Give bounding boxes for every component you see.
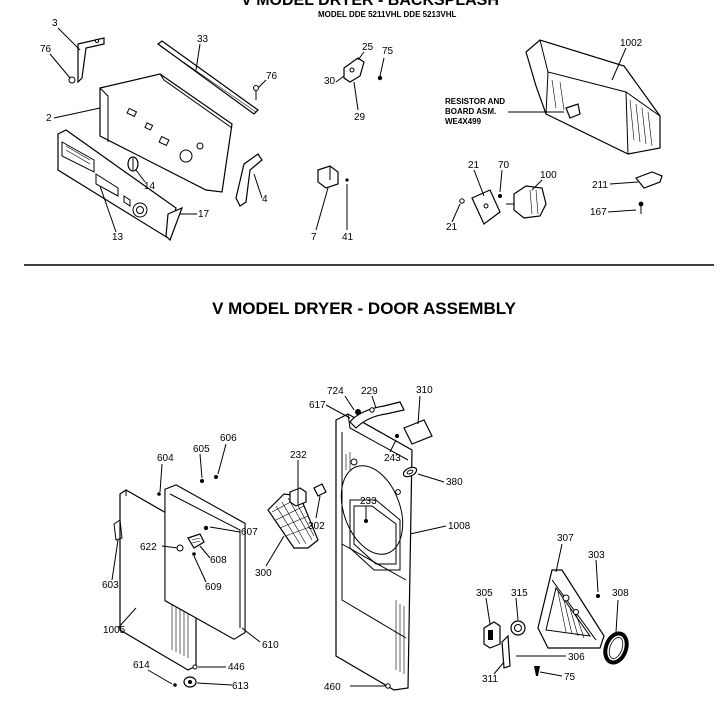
label-17: 17	[198, 209, 210, 220]
bracket-part-3	[68, 37, 105, 84]
label-606: 606	[220, 433, 237, 444]
front-panel-part-1008	[335, 413, 413, 691]
label-1008: 1008	[448, 521, 471, 532]
board-part-21	[471, 189, 501, 225]
duct-part-229	[349, 401, 405, 429]
label-609: 609	[205, 582, 222, 593]
label-167: 167	[590, 207, 607, 218]
label-608: 608	[210, 555, 227, 566]
label-21-bottom: 21	[446, 222, 458, 233]
label-33: 33	[197, 34, 209, 45]
label-14: 14	[144, 181, 156, 192]
clip-part-17	[165, 206, 184, 242]
lint-filter-part-300	[267, 493, 319, 549]
label-7: 7	[311, 232, 317, 243]
label-2: 2	[46, 113, 52, 124]
latch-part-608	[187, 533, 205, 549]
door-liner-gasket-part-610	[164, 484, 246, 640]
label-622: 622	[140, 542, 157, 553]
label-41: 41	[342, 232, 354, 243]
label-603: 603	[102, 580, 119, 591]
backsplash-title: V MODEL DRYER - BACKSPLASH	[241, 0, 499, 9]
grommet-part-380	[402, 466, 418, 478]
resistor-board-asm	[565, 103, 581, 119]
bracket-part-211	[635, 171, 663, 189]
bracket-part-25	[343, 57, 365, 83]
label-76-left: 76	[40, 44, 52, 55]
label-610: 610	[262, 640, 279, 651]
label-70: 70	[498, 160, 510, 171]
socket-part-305	[483, 621, 501, 649]
label-243: 243	[384, 453, 401, 464]
label-308: 308	[612, 588, 629, 599]
housing-part-307	[537, 569, 605, 649]
bulb-part-315	[510, 620, 526, 636]
switch-part-7	[317, 165, 339, 189]
label-614: 614	[133, 660, 150, 671]
screw-part-167	[638, 201, 644, 214]
label-306: 306	[568, 652, 585, 663]
bracket-part-4	[235, 153, 263, 207]
label-724: 724	[327, 386, 344, 397]
label-76-right: 76	[266, 71, 278, 82]
bracket-part-311	[501, 634, 511, 669]
label-446: 446	[228, 662, 245, 673]
label-3: 3	[52, 18, 58, 29]
screw-part-75-bottom	[534, 666, 540, 676]
label-607: 607	[241, 527, 258, 538]
label-1005: 1005	[103, 625, 126, 636]
screw-part-75-top	[377, 75, 383, 81]
rod-part-33	[156, 40, 259, 115]
label-21-top: 21	[468, 160, 480, 171]
label-302: 302	[308, 521, 325, 532]
label-303: 303	[588, 550, 605, 561]
label-29: 29	[354, 112, 366, 123]
label-4: 4	[262, 194, 268, 205]
label-100: 100	[540, 170, 557, 181]
label-232: 232	[290, 450, 307, 461]
label-460: 460	[324, 682, 341, 693]
label-25: 25	[362, 42, 374, 53]
door-assembly-title: V MODEL DRYER - DOOR ASSEMBLY	[212, 299, 516, 318]
label-13: 13	[112, 232, 124, 243]
seal-part-302	[313, 483, 327, 497]
switch-part-232	[289, 487, 307, 507]
label-604: 604	[157, 453, 174, 464]
ring-part-308	[603, 631, 629, 665]
label-229: 229	[361, 386, 378, 397]
control-panel-part-13	[57, 129, 177, 239]
timer-part-100	[506, 185, 547, 219]
plate-part-310	[403, 419, 433, 445]
label-307: 307	[557, 533, 574, 544]
label-75-bottom: 75	[564, 672, 576, 683]
resistor-board-note-1: RESISTOR AND	[445, 97, 505, 106]
housing-part-1002	[525, 39, 661, 155]
label-310: 310	[416, 385, 433, 396]
label-380: 380	[446, 477, 463, 488]
label-233: 233	[360, 496, 377, 507]
label-617: 617	[309, 400, 326, 411]
hinge-part-613	[183, 676, 197, 688]
label-311: 311	[482, 674, 498, 685]
label-305: 305	[476, 588, 493, 599]
label-315: 315	[511, 588, 528, 599]
label-605: 605	[193, 444, 210, 455]
backsplash-models: MODEL DDE 5211VHL DDE 5213VHL	[318, 10, 457, 19]
resistor-board-note-2: BOARD ASM.	[445, 107, 496, 116]
label-211: 211	[592, 180, 608, 191]
label-300: 300	[255, 568, 272, 579]
resistor-board-note-3: WE4X499	[445, 117, 482, 126]
label-30: 30	[324, 76, 336, 87]
label-613: 613	[232, 681, 249, 692]
label-1002: 1002	[620, 38, 643, 49]
screw-part-460	[350, 683, 391, 689]
backsplash-housing-part-2	[99, 73, 233, 193]
label-75-top: 75	[382, 46, 394, 57]
knob-part-14	[127, 156, 139, 172]
